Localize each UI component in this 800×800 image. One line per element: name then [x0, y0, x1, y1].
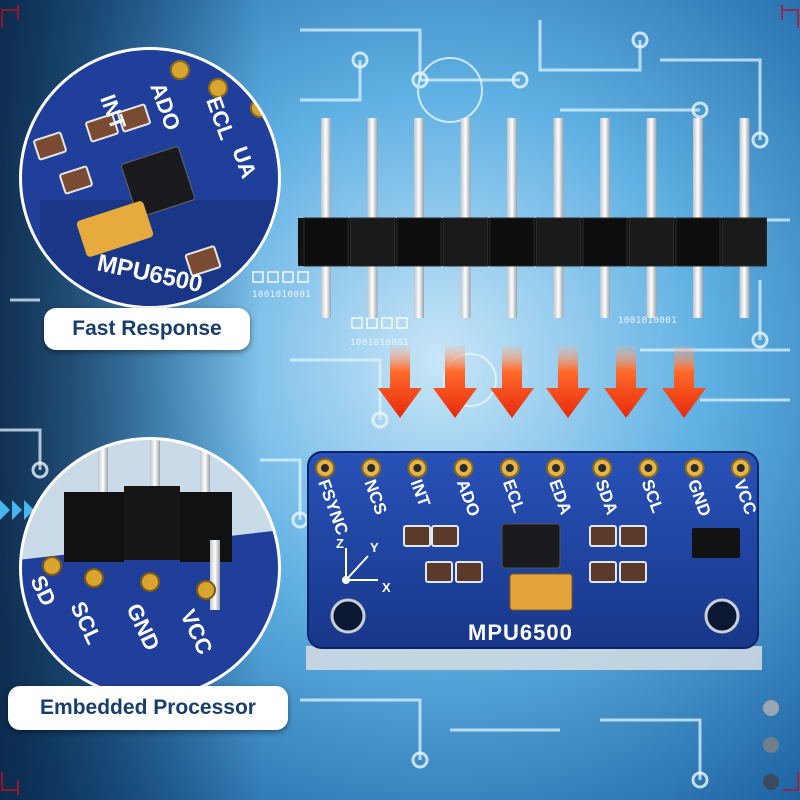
board-pad-hole: [736, 464, 745, 472]
zoom-top-chip: [121, 146, 195, 218]
board-pad-hole: [505, 464, 514, 472]
corner-frame: [1, 5, 799, 795]
binary-text: 1001010001: [618, 316, 678, 326]
mount-hole-left: [330, 598, 366, 634]
binary-text: 1001010001: [350, 338, 410, 348]
zoom-circle-bottom: SCL GND VCC SD: [19, 437, 281, 699]
axis-x-label: X: [382, 580, 391, 595]
board-pad-hole: [644, 464, 653, 472]
header-segment: [350, 217, 395, 267]
board-pad-hole: [413, 464, 422, 472]
board-pad-hole: [459, 464, 468, 472]
arrows: [378, 346, 706, 418]
board-pad-hole: [367, 464, 376, 472]
sensor-chip: [501, 523, 561, 569]
tantalum-capacitor: [509, 573, 573, 611]
circuit-decoration: [0, 20, 790, 780]
circuit-pads: [31, 31, 769, 789]
caption-fast-response: Fast Response: [44, 308, 250, 350]
binary-text: 1001010001: [252, 290, 312, 300]
zoom-circle-top: INT ADO ECL UA MPU6500: [19, 47, 281, 309]
mount-hole-right: [704, 598, 740, 634]
header-segment: [722, 217, 767, 267]
chevron-decoration-left: [0, 500, 34, 520]
regulator-chip: [692, 528, 740, 558]
axis-marker: [342, 548, 378, 584]
board-pad-hole: [598, 464, 607, 472]
header-segment: [536, 217, 581, 267]
pin-header: [298, 118, 767, 318]
header-segment: [629, 217, 674, 267]
header-segment: [489, 217, 535, 267]
axis-y-label: Y: [370, 540, 379, 555]
down-arrow-icon: [546, 346, 590, 418]
header-segment: [396, 217, 442, 267]
board-pad-hole: [552, 464, 560, 472]
zoom-bottom-pins: [64, 440, 232, 610]
board-pad-hole: [690, 464, 699, 472]
header-segment: [443, 217, 488, 267]
down-arrow-icon: [433, 346, 477, 418]
decor-squares: [252, 271, 408, 329]
down-arrow-icon: [378, 346, 422, 418]
smd-components: [403, 525, 647, 583]
header-segment: [582, 217, 628, 267]
axis-z-label: Z: [336, 536, 344, 551]
board-name-label: MPU6500: [468, 620, 573, 645]
board-shadow: [306, 646, 762, 670]
caption-embedded-processor: Embedded Processor: [8, 686, 288, 730]
down-arrow-icon: [604, 346, 648, 418]
board-pad-hole: [321, 464, 329, 472]
down-arrow-icon: [662, 346, 706, 418]
header-segment: [303, 217, 349, 267]
zoom-top-capacitor: [76, 201, 154, 257]
down-arrow-icon: [490, 346, 534, 418]
dot-decoration-right: [763, 700, 779, 790]
header-segment: [675, 217, 721, 267]
